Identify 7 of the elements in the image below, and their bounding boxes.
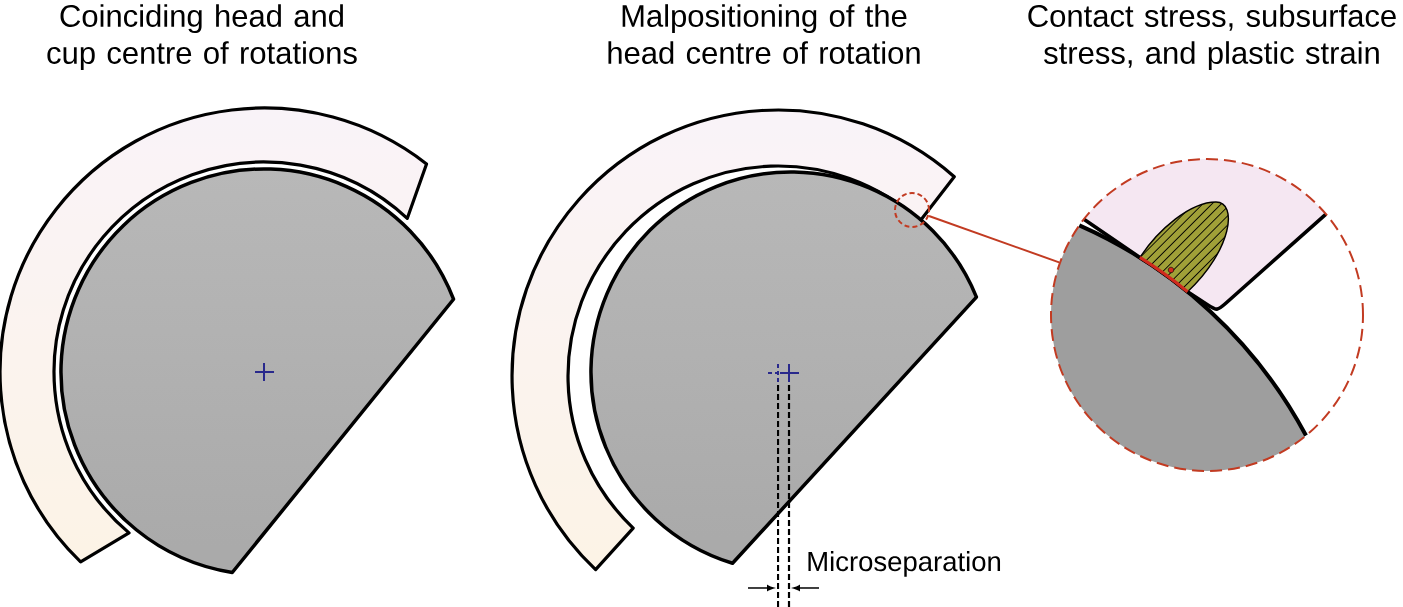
dimension-label: Microseparation [808,551,1000,577]
magnified-view-circle [1050,158,1364,472]
panel-heading: Coinciding head and cup centre of rotations [47,4,357,71]
leader-line [927,215,1061,264]
detail-circle [894,192,930,228]
panel-heading: Contact stress, subsurface stress, and plastic strain [1028,4,1396,71]
panel-heading: Malpositioning of the head centre of rotation [608,4,920,64]
